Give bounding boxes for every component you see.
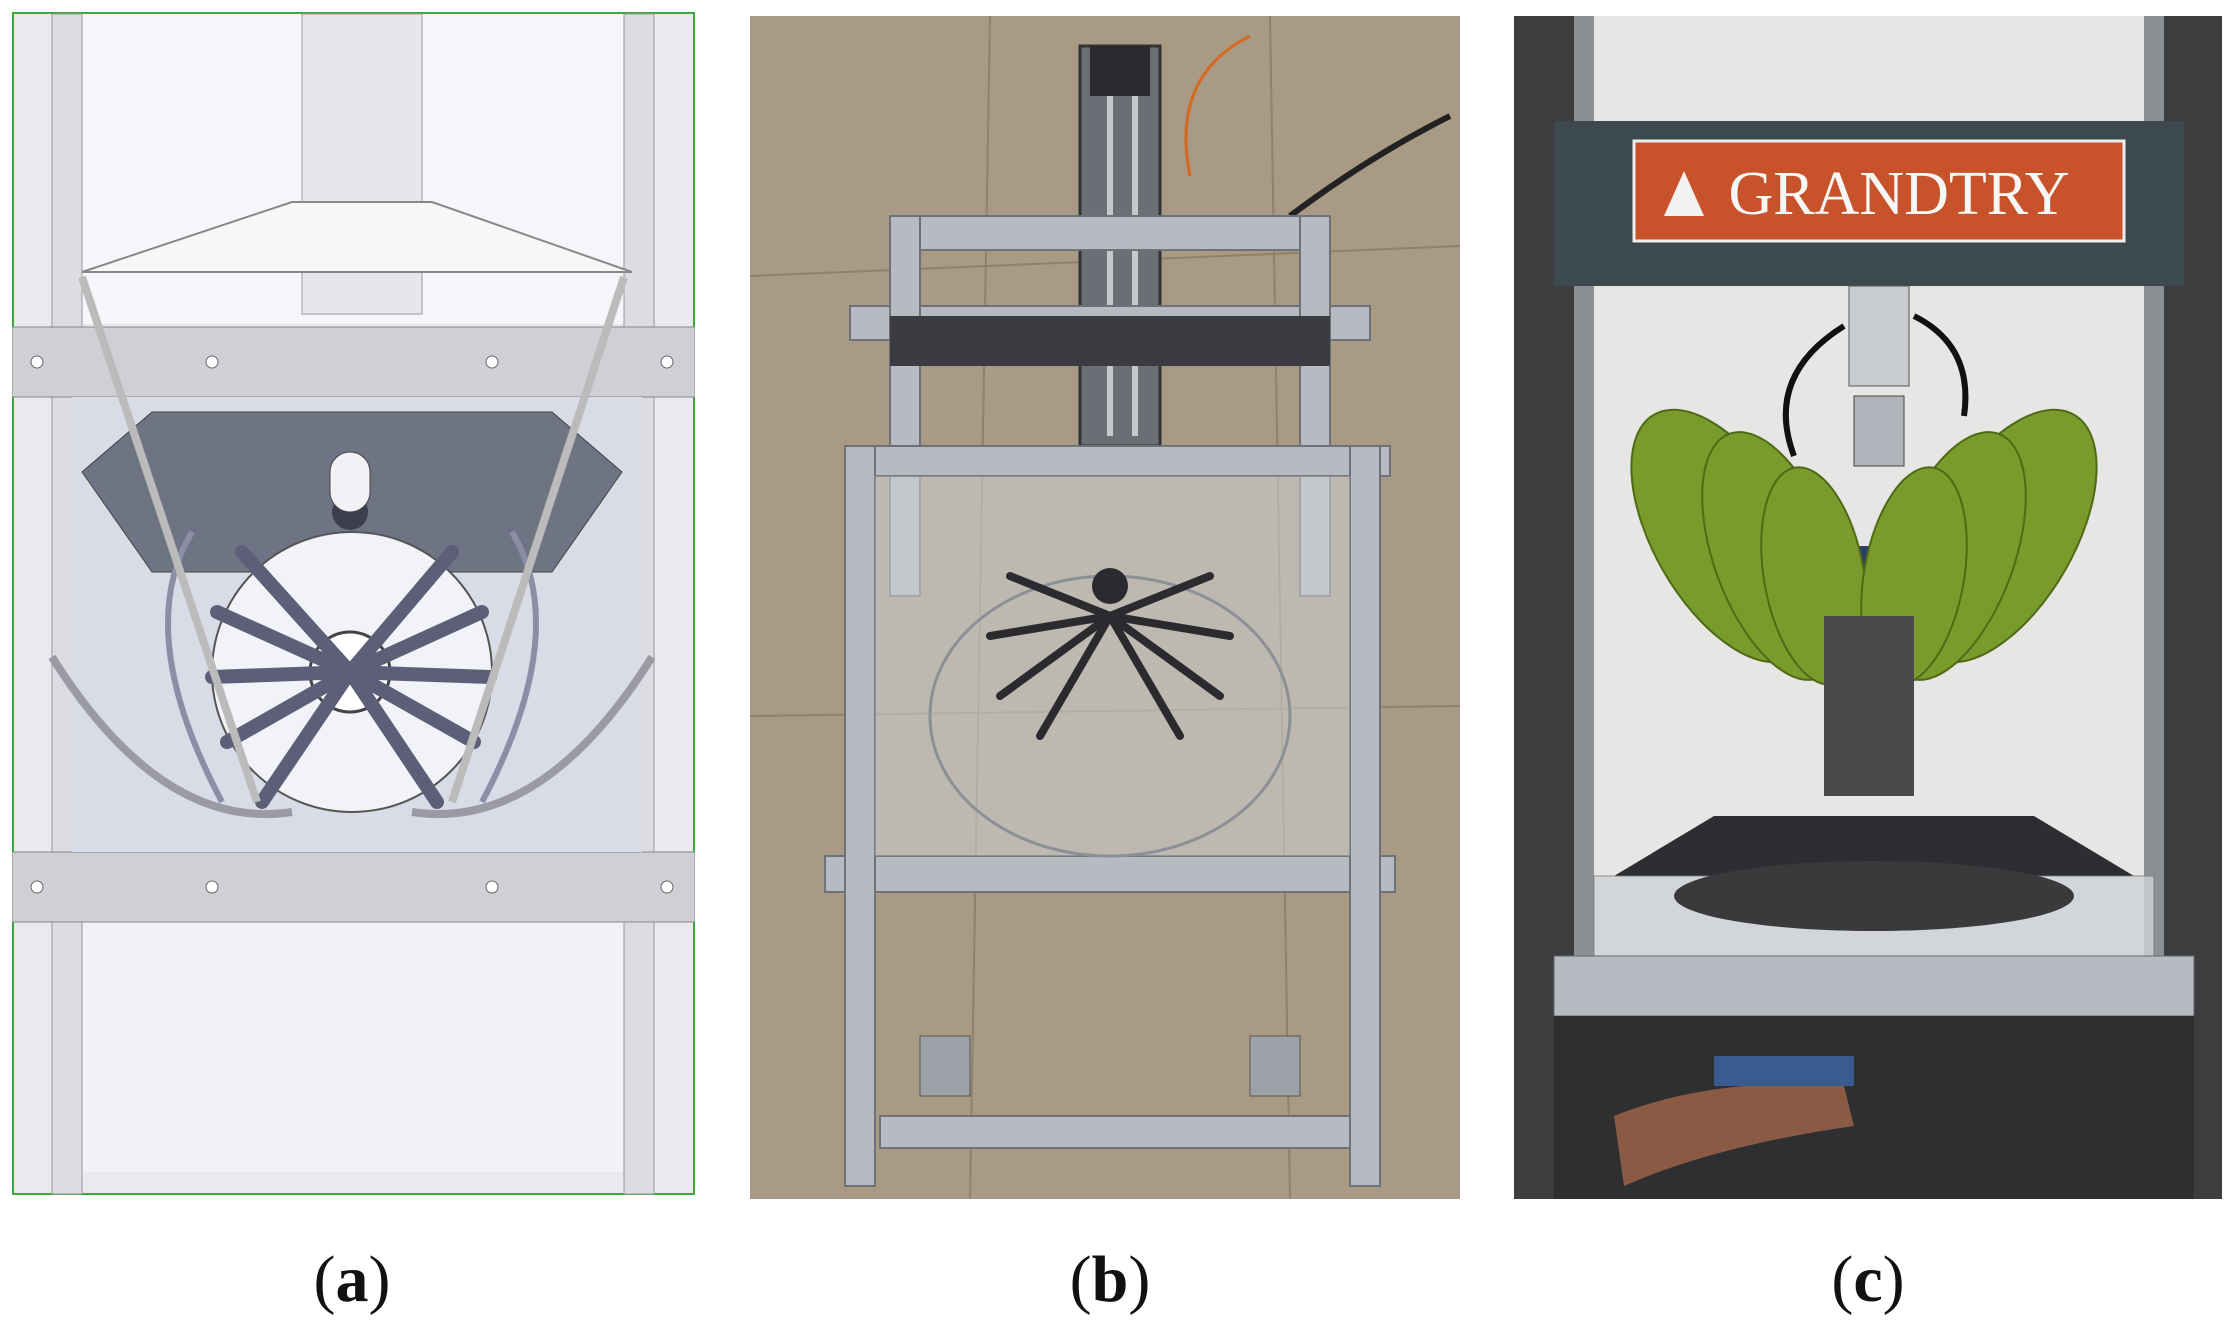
caption-b-open: ( (1069, 1243, 1092, 1316)
cad-drawing-illustration (12, 12, 695, 1195)
grandtry-logo: GRANDTRY (1728, 160, 2069, 228)
caption-a-close: ) (368, 1243, 391, 1316)
caption-c: (c) (1748, 1235, 1988, 1325)
caption-c-letter: c (1853, 1243, 1883, 1316)
gripper-frame-photo (750, 16, 1460, 1199)
caption-c-open: ( (1831, 1243, 1854, 1316)
caption-a-open: ( (313, 1243, 336, 1316)
caption-b-letter: b (1091, 1243, 1129, 1316)
panel-a-cad-drawing (12, 12, 695, 1195)
caption-a-letter: a (335, 1243, 369, 1316)
caption-b-close: ) (1128, 1243, 1151, 1316)
caption-a: (a) (232, 1235, 472, 1325)
caption-b: (b) (990, 1235, 1230, 1325)
testing-machine-photo: GRANDTRY (1514, 16, 2222, 1199)
panel-c-testing-photo: GRANDTRY (1514, 16, 2222, 1199)
panel-b-gripper-photo (750, 16, 1460, 1199)
caption-c-close: ) (1882, 1243, 1905, 1316)
